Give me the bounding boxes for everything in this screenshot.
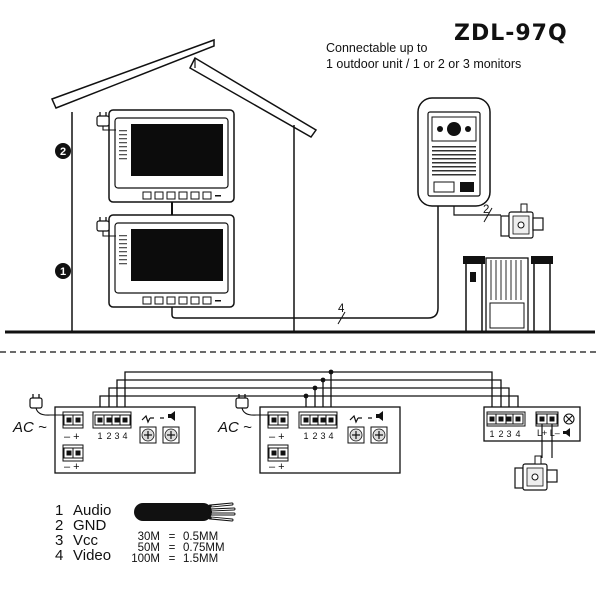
svg-text:=: = [169,553,176,565]
power-adapter-icon [96,111,116,131]
main-cable-mark [337,311,346,325]
legend-label: Vcc [73,532,99,549]
wire-legend: 1 Audio 2 GND 3 Vcc 4 Video [55,502,111,564]
model-title: ZDL-97Q [454,21,568,46]
svg-text:– +: – + [64,431,80,443]
svg-text:0.5MM: 0.5MM [183,531,218,543]
legend-number: 2 [55,517,63,534]
description-line-2: 1 outdoor unit / 1 or 2 or 3 monitors [326,57,521,71]
electric-lock-icon [514,455,558,491]
svg-text:2: 2 [498,429,503,439]
svg-text:50M: 50M [138,542,160,554]
svg-text:2: 2 [106,431,111,441]
lock-cable-count: 2 [483,204,489,216]
svg-text:3: 3 [506,429,511,439]
svg-text:3: 3 [114,431,119,441]
marker-monitor-1: 1 [55,263,71,279]
svg-text:2: 2 [312,431,317,441]
legend-label: Audio [73,502,111,519]
svg-text:– +: – + [269,431,285,443]
ac-label-middle: AC ~ [217,419,252,436]
cable-illustration [134,502,236,522]
power-adapter-icon [29,393,64,416]
indoor-monitor-2 [108,109,235,203]
legend-label: Video [73,547,111,564]
indoor-monitor-1 [108,214,235,308]
lock-cable [453,206,501,216]
svg-text:100M: 100M [131,553,160,565]
legend-number: 4 [55,547,63,564]
svg-text:1: 1 [489,429,494,439]
outdoor-unit-board: 1 2 3 4 L+ L– [483,406,581,442]
cable-spec-table: 30M = 0.5MM 50M = 0.75MM 100M = 1.5MM [131,531,224,565]
legend-number: 3 [55,532,63,549]
svg-text:L+ L–: L+ L– [537,428,560,438]
monitor-board-middle: 1 2 3 4 – + – + [259,406,401,474]
svg-text:– +: – + [64,461,80,473]
svg-text:– +: – + [269,461,285,473]
svg-text:4: 4 [122,431,127,441]
power-adapter-icon [96,216,116,237]
gate-illustration [463,256,553,333]
main-cable [171,206,439,319]
svg-text:4: 4 [328,431,333,441]
lock-cable-mark [483,207,493,223]
outdoor-unit [417,97,491,207]
svg-text:3: 3 [320,431,325,441]
power-adapter-icon [235,393,269,416]
electric-lock-icon [500,203,544,239]
house-illustration [50,38,318,332]
svg-text:0.75MM: 0.75MM [183,542,225,554]
svg-text:30M: 30M [138,531,160,543]
main-cable-count: 4 [338,303,345,315]
legend-label: GND [73,517,107,534]
svg-text:1: 1 [60,266,66,278]
wire-junctions [303,369,334,399]
svg-text:=: = [169,542,176,554]
svg-text:4: 4 [515,429,520,439]
legend-number: 1 [55,502,63,519]
monitor-board-left: 1 2 3 4 – + – + [54,406,196,474]
ac-label-left: AC ~ [12,419,47,436]
svg-text:=: = [169,531,176,543]
svg-text:1: 1 [303,431,308,441]
svg-text:1: 1 [97,431,102,441]
marker-monitor-2: 2 [55,143,71,159]
svg-text:1.5MM: 1.5MM [183,553,218,565]
description-line-1: Connectable up to [326,41,428,55]
svg-text:2: 2 [60,146,66,158]
